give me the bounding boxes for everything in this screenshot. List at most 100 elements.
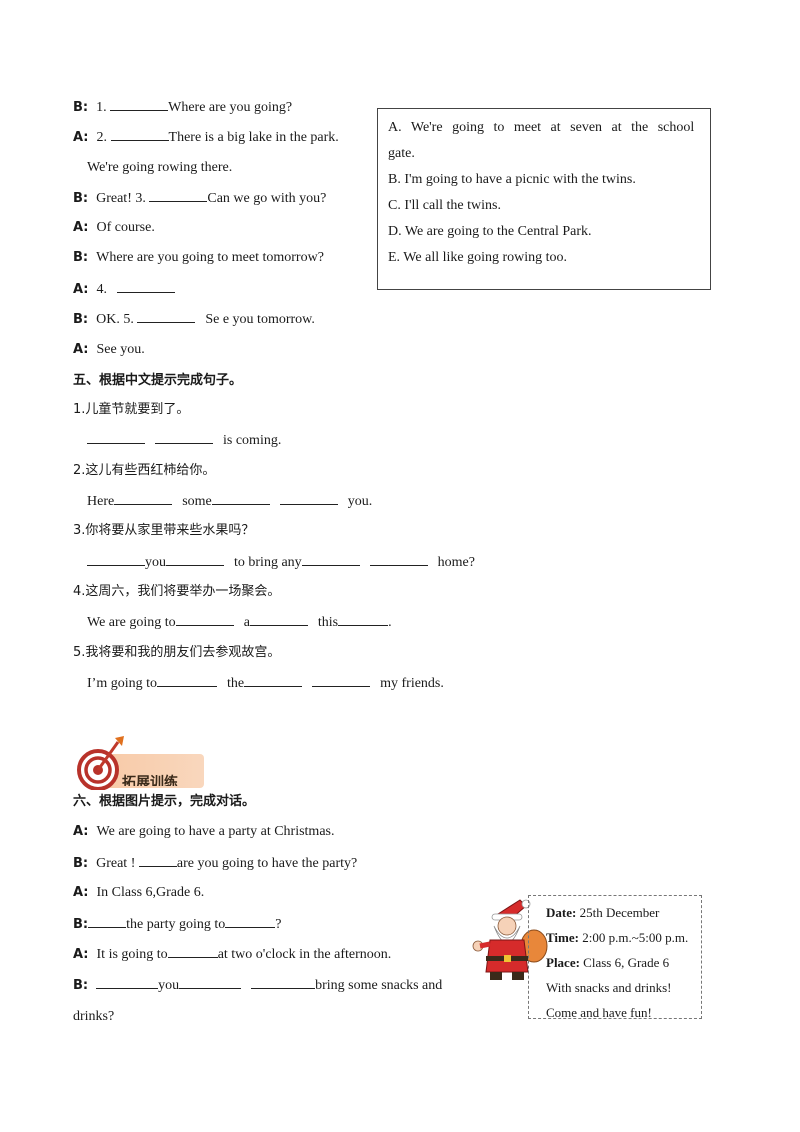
answer-blank[interactable] bbox=[138, 854, 177, 867]
question-number: 2. bbox=[96, 130, 108, 145]
dialog1-line-3: We're going rowing there. bbox=[87, 159, 232, 177]
line-text: Se e you tomorrow. bbox=[205, 312, 315, 327]
option-c: C. I'll call the twins. bbox=[388, 198, 501, 213]
answer-blank[interactable] bbox=[110, 128, 169, 141]
speaker-label: A: bbox=[73, 282, 89, 297]
line-text: In Class 6,Grade 6. bbox=[96, 885, 205, 900]
answer-blank[interactable] bbox=[175, 613, 234, 626]
invite-line-4: With snacks and drinks! bbox=[546, 980, 672, 995]
dialog1-line-8: B: OK. 5. Se e you tomorrow. bbox=[73, 310, 315, 329]
answer-blank[interactable] bbox=[244, 674, 303, 687]
line-text: ? bbox=[275, 917, 282, 932]
speaker-label: B: bbox=[73, 250, 89, 265]
dialog2-line-7: drinks? bbox=[73, 1009, 115, 1024]
sentence-text: a bbox=[243, 615, 250, 630]
answer-blank[interactable] bbox=[279, 492, 338, 505]
line-text: There is a big lake in the park. bbox=[168, 130, 339, 145]
dialog1-line-1: B:1. Where are you going? bbox=[73, 98, 292, 117]
option-e: E. We all like going rowing too. bbox=[388, 250, 568, 265]
speaker-label: A: bbox=[73, 885, 89, 900]
target-icon bbox=[77, 736, 124, 790]
answer-blank[interactable] bbox=[179, 976, 242, 989]
option-b: B. I'm going to have a picnic with the t… bbox=[388, 172, 636, 187]
answer-blank[interactable] bbox=[251, 976, 316, 989]
question-number: 1. bbox=[96, 100, 107, 115]
dialog2-line-3: A: In Class 6,Grade 6. bbox=[73, 884, 204, 902]
extension-banner: 拓展训练 bbox=[74, 734, 206, 790]
line-text: Where are you going to meet tomorrow? bbox=[96, 250, 324, 265]
line-text: the party going to bbox=[126, 917, 226, 932]
sentence-text: We are going to bbox=[87, 615, 176, 630]
speaker-label: A: bbox=[73, 220, 89, 235]
answer-blank[interactable] bbox=[249, 613, 308, 626]
answer-blank[interactable] bbox=[137, 310, 196, 323]
sentence-text: . bbox=[388, 615, 392, 630]
line-text: We are going to have a party at Christma… bbox=[96, 824, 335, 839]
line-text: at two o'clock in the afternoon. bbox=[217, 947, 392, 962]
answer-blank[interactable] bbox=[149, 189, 208, 202]
answer-blank[interactable] bbox=[369, 553, 428, 566]
dialog1-line-6: B: Where are you going to meet tomorrow? bbox=[73, 249, 324, 267]
answer-blank[interactable] bbox=[96, 976, 159, 989]
line-text: Where are you going? bbox=[168, 100, 293, 115]
sentence-text: I’m going to bbox=[87, 676, 157, 691]
answer-blank[interactable] bbox=[87, 553, 145, 566]
line-text: We're going rowing there. bbox=[87, 160, 233, 175]
q1-chinese: 1.儿童节就要到了。 bbox=[73, 402, 190, 417]
speaker-label: A: bbox=[73, 947, 89, 962]
banner-title: 拓展训练 bbox=[122, 775, 178, 786]
answer-blank[interactable] bbox=[211, 492, 270, 505]
speaker-label: A: bbox=[73, 130, 89, 145]
answer-blank[interactable] bbox=[312, 674, 371, 687]
sentence-text: you. bbox=[347, 494, 373, 509]
answer-blank[interactable] bbox=[110, 98, 169, 111]
q3-chinese: 3.你将要从家里带来些水果吗？ bbox=[73, 523, 255, 538]
answer-blank[interactable] bbox=[88, 915, 127, 928]
line-text: bring some snacks and bbox=[315, 978, 443, 993]
dialog2-line-2: B:Great ! are you going to have the part… bbox=[73, 854, 357, 873]
option-d: D. We are going to the Central Park. bbox=[388, 224, 592, 239]
option-a: A. We're going to meet at seven at the s… bbox=[388, 120, 695, 161]
answer-blank[interactable] bbox=[301, 553, 360, 566]
answer-blank[interactable] bbox=[87, 431, 145, 444]
answer-blank[interactable] bbox=[167, 945, 218, 958]
line-text: you bbox=[158, 978, 180, 993]
speaker-label: B: bbox=[73, 856, 89, 871]
line-text: See you. bbox=[96, 342, 145, 357]
sentence-text: you bbox=[145, 555, 166, 570]
answer-blank[interactable] bbox=[157, 674, 217, 687]
answer-blank[interactable] bbox=[338, 613, 389, 626]
sentence-text: is coming. bbox=[223, 433, 282, 448]
speaker-label: A: bbox=[73, 342, 89, 357]
q4-chinese: 4.这周六，我们将要举办一场聚会。 bbox=[73, 584, 281, 599]
line-prefix: Great! 3. bbox=[96, 191, 146, 206]
question-number: 4. bbox=[96, 282, 108, 297]
sentence-text: Here bbox=[87, 494, 115, 509]
dialog2-line-4: B: the party going to? bbox=[73, 915, 281, 934]
santa-claus-icon bbox=[472, 899, 548, 980]
dialog2-line-1: A:We are going to have a party at Christ… bbox=[73, 823, 334, 841]
sentence-text: home? bbox=[437, 555, 475, 570]
answer-blank[interactable] bbox=[155, 431, 213, 444]
line-prefix: OK. 5. bbox=[96, 312, 134, 327]
q1-english: is coming. bbox=[87, 431, 281, 450]
speaker-label: B: bbox=[73, 917, 89, 932]
dialog1-line-9: A: See you. bbox=[73, 341, 145, 359]
answer-blank[interactable] bbox=[114, 492, 173, 505]
answer-blank[interactable] bbox=[116, 280, 175, 293]
answer-blank[interactable] bbox=[166, 553, 224, 566]
dialog1-line-4: B:Great! 3. Can we go with you? bbox=[73, 189, 326, 208]
section6-title: 六、根据图片提示，完成对话。 bbox=[73, 794, 256, 809]
options-box: A. We're going to meet at seven at the s… bbox=[377, 108, 711, 290]
line-text: Of course. bbox=[96, 220, 155, 235]
invite-time: Time: 2:00 p.m.~5:00 p.m. bbox=[546, 930, 689, 945]
answer-blank[interactable] bbox=[225, 915, 276, 928]
q5-chinese: 5.我将要和我的朋友们去参观故宫。 bbox=[73, 645, 281, 660]
sentence-text: this bbox=[317, 615, 339, 630]
speaker-label: B: bbox=[73, 312, 89, 327]
sentence-text: my friends. bbox=[380, 676, 444, 691]
